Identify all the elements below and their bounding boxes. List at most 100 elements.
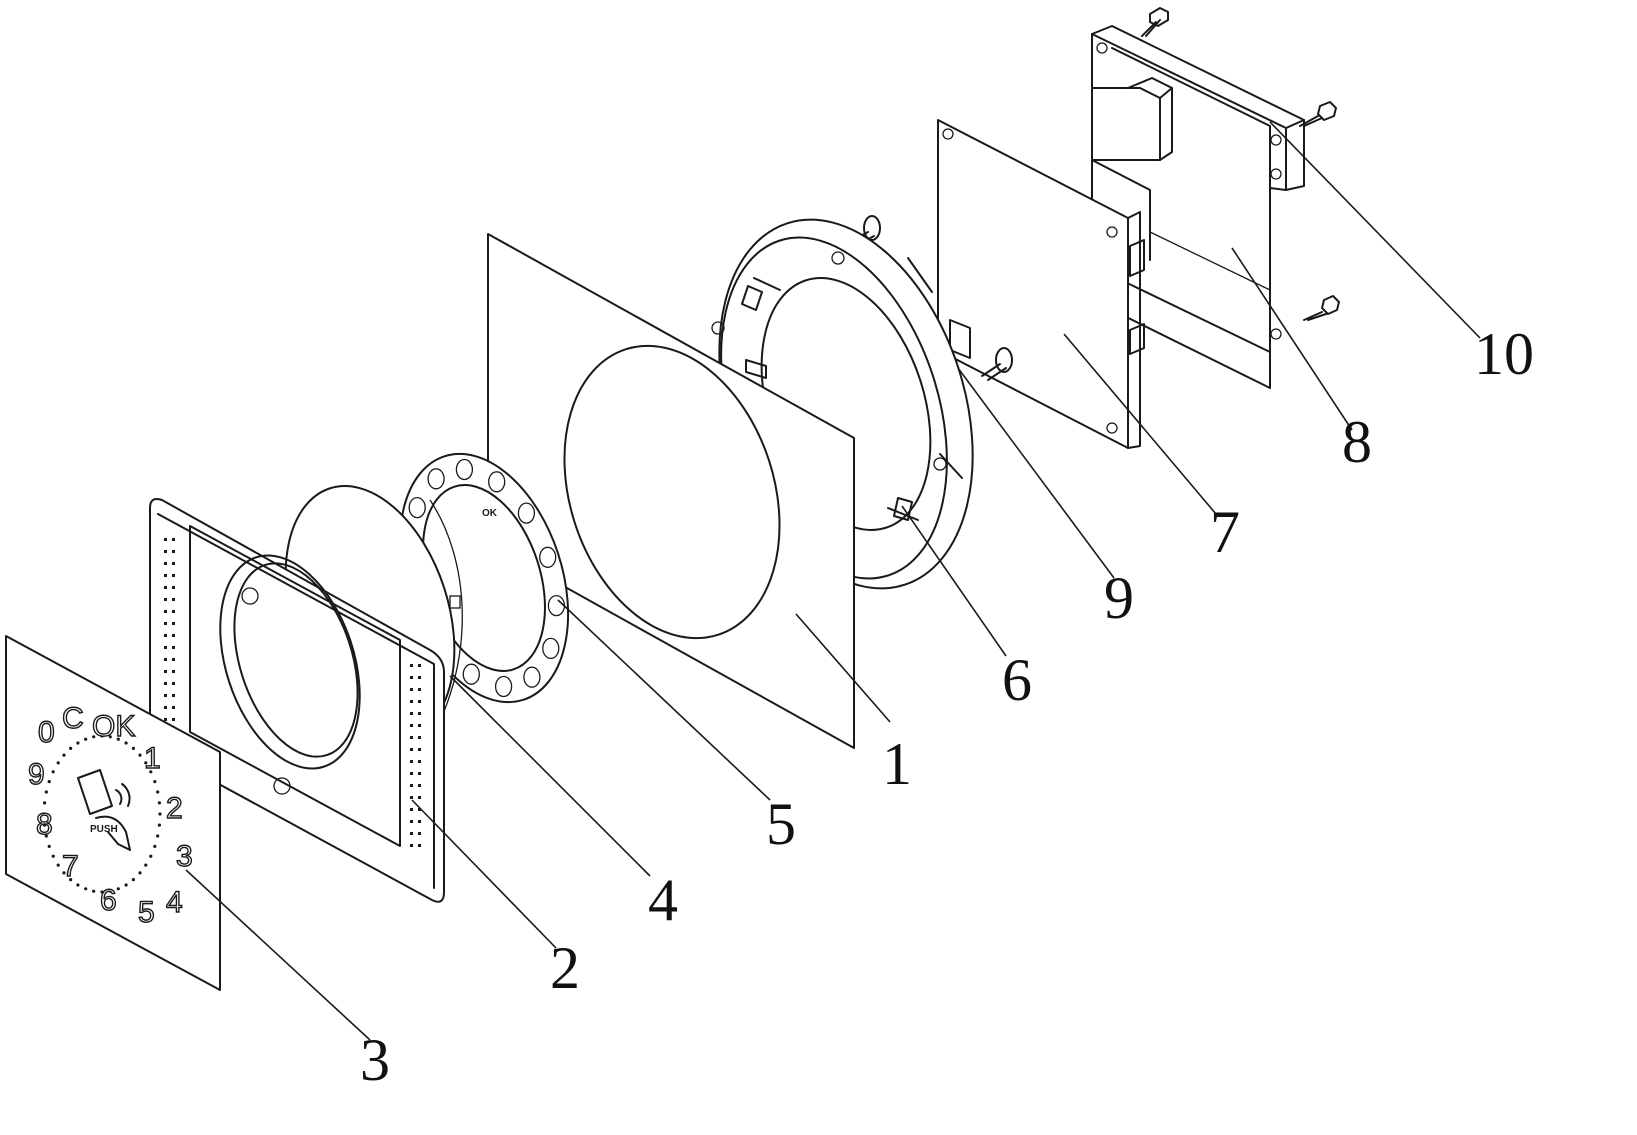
housing-dot bbox=[172, 538, 175, 541]
dial-dot bbox=[131, 878, 135, 882]
dial-dot bbox=[43, 823, 47, 827]
screw-top bbox=[1141, 7, 1169, 37]
housing-dot bbox=[410, 700, 413, 703]
housing-dot bbox=[172, 670, 175, 673]
dial-dot bbox=[92, 889, 96, 893]
dial-dot bbox=[44, 790, 48, 794]
housing-dot bbox=[164, 682, 167, 685]
screw-right-bottom bbox=[1303, 295, 1340, 321]
housing-dot bbox=[164, 706, 167, 709]
badge-label: PUSH bbox=[90, 824, 118, 835]
key-9: 9 bbox=[28, 758, 45, 791]
housing-dot bbox=[418, 796, 421, 799]
dial-dot bbox=[56, 863, 60, 867]
callout-2: 2 bbox=[550, 935, 580, 1001]
dial-dot bbox=[56, 761, 60, 765]
housing-dot bbox=[418, 700, 421, 703]
housing-dot bbox=[164, 538, 167, 541]
callout-6: 6 bbox=[1002, 647, 1032, 713]
dial-dot bbox=[157, 801, 161, 805]
housing-dot bbox=[172, 634, 175, 637]
housing-dot bbox=[418, 664, 421, 667]
dial-dot bbox=[51, 854, 55, 858]
led-hole bbox=[408, 496, 426, 519]
housing-dot bbox=[410, 724, 413, 727]
dial-dot bbox=[138, 753, 142, 757]
keypad-dial-dots bbox=[42, 734, 162, 894]
housing-dot bbox=[410, 784, 413, 787]
dial-dot bbox=[47, 844, 51, 849]
dial-dot bbox=[76, 883, 80, 887]
dial-dot bbox=[76, 741, 80, 745]
dial-dot bbox=[149, 770, 153, 774]
dial-dot bbox=[42, 812, 46, 816]
dial-dot bbox=[144, 863, 148, 867]
screw-right-top bbox=[1299, 101, 1337, 127]
dial-dot bbox=[69, 878, 73, 882]
housing-dot bbox=[172, 586, 175, 589]
housing-dot bbox=[164, 610, 167, 613]
led-hole bbox=[539, 546, 557, 568]
housing-dot bbox=[410, 760, 413, 763]
housing-dot bbox=[410, 808, 413, 811]
housing-dot bbox=[418, 784, 421, 787]
part-3-keypad-panel: 0 C OK 1 2 3 4 5 6 7 8 9 PUSH bbox=[5, 635, 221, 991]
callout-4: 4 bbox=[648, 867, 678, 933]
dial-dot bbox=[131, 746, 135, 751]
housing-dot bbox=[172, 622, 175, 625]
dial-dot bbox=[156, 834, 160, 838]
housing-dot bbox=[418, 688, 421, 691]
key-7: 7 bbox=[62, 850, 79, 883]
dial-dot bbox=[62, 871, 66, 875]
callout-3: 3 bbox=[360, 1027, 390, 1093]
housing-dot bbox=[418, 712, 421, 715]
housing-dot bbox=[410, 832, 413, 835]
callout-5: 5 bbox=[766, 791, 796, 857]
key-2: 2 bbox=[166, 792, 183, 825]
key-5: 5 bbox=[138, 896, 155, 929]
housing-dot bbox=[164, 574, 167, 577]
housing-dot bbox=[418, 820, 421, 823]
housing-dot bbox=[418, 760, 421, 763]
housing-dot bbox=[410, 688, 413, 691]
housing-dot bbox=[172, 718, 175, 721]
dial-dot bbox=[138, 871, 142, 875]
housing-dot bbox=[410, 772, 413, 775]
dial-dot bbox=[47, 780, 51, 784]
housing-speaker-dots bbox=[164, 538, 421, 847]
housing-dot bbox=[410, 712, 413, 715]
key-clear: C bbox=[62, 702, 84, 735]
dial-dot bbox=[153, 844, 157, 849]
housing-dot bbox=[418, 736, 421, 739]
housing-dot bbox=[164, 658, 167, 661]
dial-dot bbox=[149, 854, 153, 858]
housing-dot bbox=[418, 748, 421, 751]
led-hole bbox=[517, 502, 536, 524]
callout-7: 7 bbox=[1210, 499, 1240, 565]
housing-dot bbox=[164, 718, 167, 721]
callout-8: 8 bbox=[1342, 409, 1372, 475]
housing-dot bbox=[172, 706, 175, 709]
dial-dot bbox=[100, 734, 104, 738]
dial-dot bbox=[62, 753, 66, 757]
housing-dot bbox=[164, 670, 167, 673]
leader-lines bbox=[185, 121, 1481, 1041]
card-reader-icon: PUSH bbox=[77, 769, 131, 851]
housing-dot bbox=[410, 676, 413, 679]
ring-ok-label: OK bbox=[482, 508, 498, 519]
dial-dot bbox=[116, 887, 120, 891]
led-hole bbox=[542, 637, 560, 660]
key-6: 6 bbox=[100, 884, 117, 917]
housing-dot bbox=[418, 724, 421, 727]
housing-dot bbox=[172, 598, 175, 601]
dial-dot bbox=[43, 801, 47, 805]
dial-dot bbox=[84, 887, 88, 891]
housing-dot bbox=[410, 736, 413, 739]
part-1-front-plate bbox=[487, 233, 855, 749]
led-hole bbox=[488, 471, 506, 493]
key-3: 3 bbox=[176, 840, 193, 873]
dial-dot bbox=[144, 761, 148, 765]
housing-dot bbox=[164, 694, 167, 697]
